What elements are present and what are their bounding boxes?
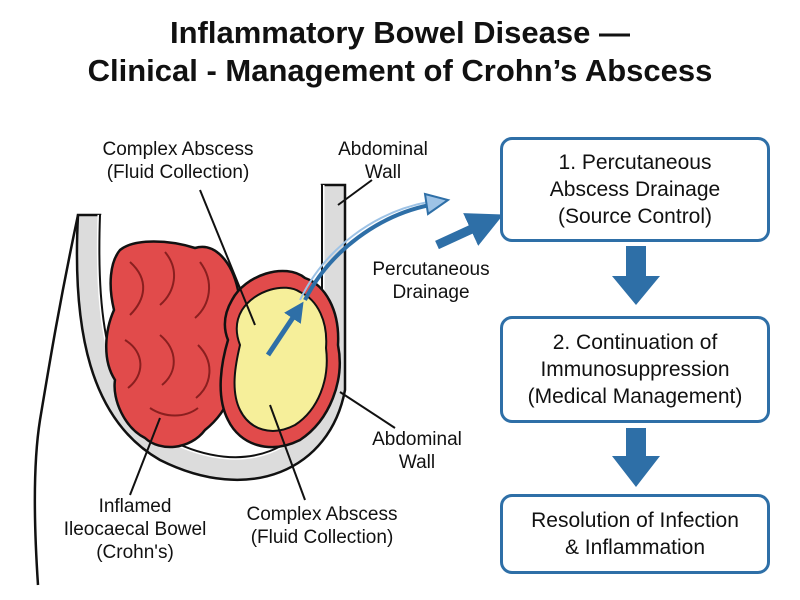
drainage-catheter bbox=[265, 301, 304, 357]
drainage-path-arrow bbox=[303, 203, 431, 301]
diagram-title: Inflammatory Bowel Disease — Clinical - … bbox=[0, 14, 800, 90]
label-abdominal-wall-top: Abdominal Wall bbox=[338, 139, 428, 183]
title-line-1: Inflammatory Bowel Disease — bbox=[170, 15, 630, 50]
flow-arrow-1 bbox=[612, 246, 660, 305]
flow-arrow-2 bbox=[612, 428, 660, 487]
step-3-box: Resolution of Infection & Inflammation bbox=[500, 494, 770, 574]
step-1-box: 1. Percutaneous Abscess Drainage (Source… bbox=[500, 137, 770, 242]
label-abscess-top: Complex Abscess (Fluid Collection) bbox=[102, 139, 254, 183]
pointer-arrow bbox=[435, 213, 504, 250]
inflamed-bowel bbox=[105, 240, 246, 449]
label-percutaneous-drainage: Percutaneous Drainage bbox=[372, 259, 490, 303]
body-outline bbox=[33, 214, 80, 586]
label-abscess-bottom: Complex Abscess (Fluid Collection) bbox=[246, 504, 398, 548]
label-inflamed-bowel: Inflamed Ileocaecal Bowel (Crohn's) bbox=[63, 496, 207, 563]
complex-abscess bbox=[219, 269, 341, 449]
title-line-2: Clinical - Management of Crohn’s Abscess bbox=[87, 53, 713, 88]
label-abdominal-wall-right: Abdominal Wall bbox=[372, 429, 462, 473]
step-2-box: 2. Continuation of Immunosuppression (Me… bbox=[500, 316, 770, 423]
